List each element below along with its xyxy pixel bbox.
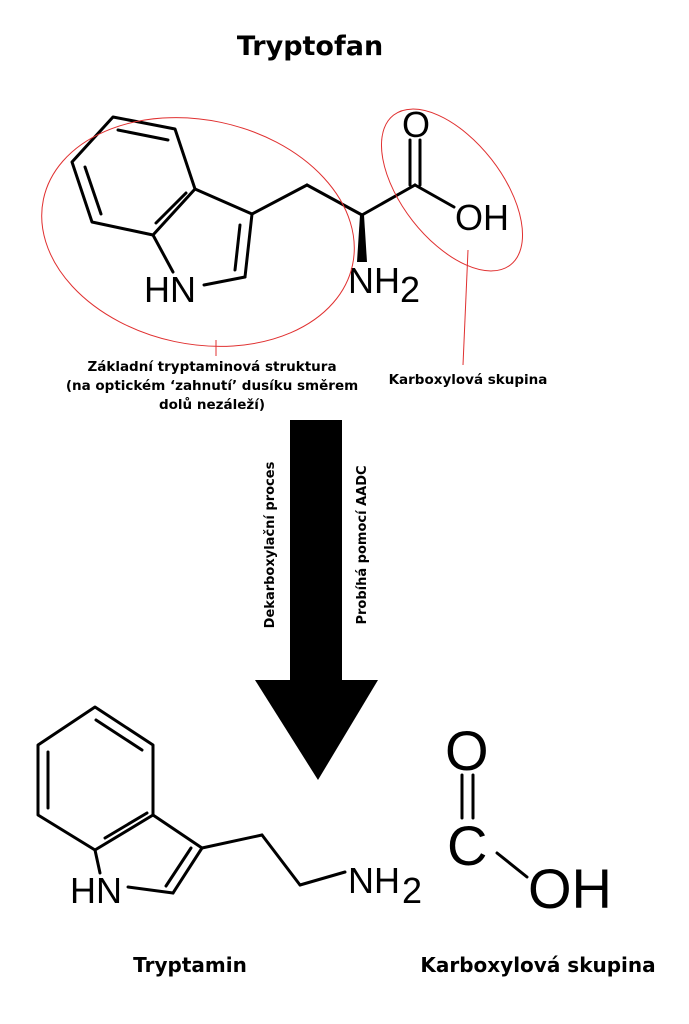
tryptophan-molecule: HN NH 2 O OH bbox=[70, 104, 509, 310]
tryptamine-molecule: HN NH 2 bbox=[36, 705, 422, 911]
arrow-label-aadc: Probíhá pomocí AADC bbox=[355, 465, 370, 624]
atom-oh: OH bbox=[455, 197, 509, 238]
annotation-line-3: dolů nezáleží) bbox=[159, 396, 265, 413]
atom-nh: NH bbox=[348, 860, 400, 901]
annotation-line-2: (na optickém ‘zahnutí’ dusíku směrem bbox=[66, 378, 358, 394]
pointer-line-right bbox=[462, 249, 469, 366]
atom-o: O bbox=[402, 104, 430, 145]
annotation-tryptamine-structure: Základní tryptaminová struktura (na opti… bbox=[66, 359, 358, 413]
atom-c: C bbox=[447, 814, 487, 877]
atom-o: O bbox=[445, 719, 489, 782]
annotation-line-1: Základní tryptaminová struktura bbox=[87, 359, 336, 375]
tryptamine-structure-highlight bbox=[41, 117, 355, 347]
atom-hn: HN bbox=[70, 870, 122, 911]
atom-oh: OH bbox=[528, 857, 612, 920]
reaction-arrow bbox=[255, 420, 378, 780]
carboxyl-group-molecule: O C OH bbox=[445, 719, 612, 920]
annotation-carboxyl-group: Karboxylová skupina bbox=[389, 372, 548, 388]
atom-nh: NH bbox=[348, 260, 400, 301]
atom-hn: HN bbox=[144, 269, 196, 310]
atom-nh-subscript: 2 bbox=[400, 269, 420, 310]
arrow-label-decarboxylation: Dekarboxylační proces bbox=[263, 461, 278, 628]
carboxyl-group-label: Karboxylová skupina bbox=[420, 953, 655, 977]
atom-nh-subscript: 2 bbox=[402, 870, 422, 911]
title: Tryptofan bbox=[237, 31, 383, 62]
tryptamine-label: Tryptamin bbox=[133, 953, 247, 977]
carboxyl-group-highlight bbox=[380, 108, 524, 272]
